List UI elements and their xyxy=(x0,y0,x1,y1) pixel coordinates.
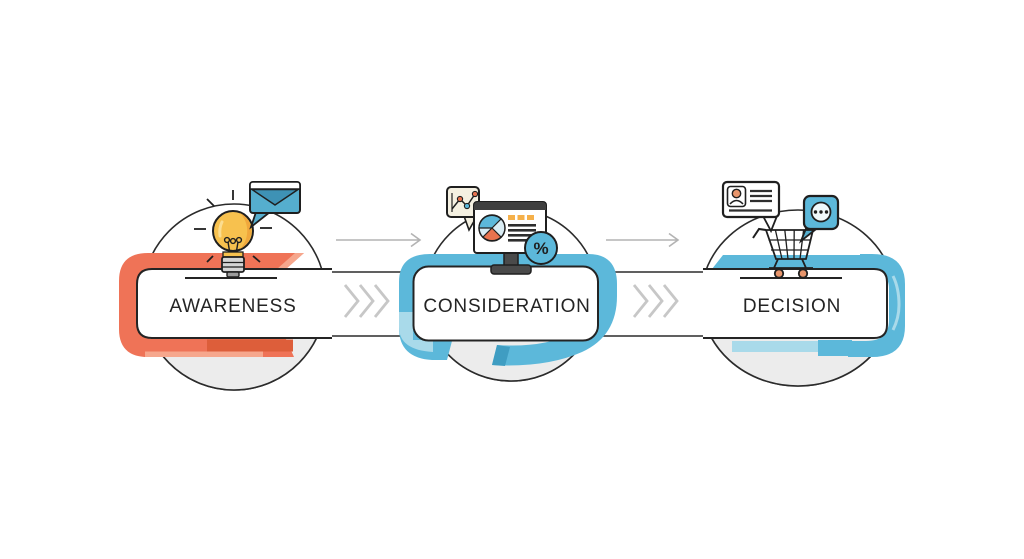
monitor-base xyxy=(490,264,532,275)
percent-symbol: % xyxy=(533,239,548,258)
chat-dots-bubble-icon xyxy=(798,194,840,244)
review-avatar-head xyxy=(731,188,742,199)
decision-bottom-bar xyxy=(818,340,852,356)
decision-bracket-ring xyxy=(848,254,905,357)
awareness-bottom-light xyxy=(145,351,263,357)
consideration-label: CONSIDERATION xyxy=(423,296,590,317)
cart-wheel-left xyxy=(773,268,785,279)
lightbulb-base-cap xyxy=(226,271,240,278)
monitor-stand xyxy=(503,251,519,267)
cart-grid xyxy=(768,229,811,260)
awareness-banner xyxy=(136,268,332,339)
connector-arrow-2 xyxy=(606,232,680,248)
chevrons-consideration-decision xyxy=(632,284,679,318)
consideration-bracket-left-highlight xyxy=(399,312,433,352)
lightbulb-highlight xyxy=(218,220,224,238)
review-text-lines xyxy=(729,189,772,212)
review-avatar-body xyxy=(729,199,744,205)
awareness-bracket-cut-highlight xyxy=(277,253,304,269)
lightbulb-base xyxy=(221,256,245,273)
awareness-bottom-shade xyxy=(207,339,293,352)
cart-legs xyxy=(769,258,813,269)
cart-handle xyxy=(752,227,767,239)
decision-bottom-light xyxy=(732,341,818,352)
consideration-swoosh-shade xyxy=(492,345,510,366)
lightbulb-shade xyxy=(240,213,252,249)
chat-dots xyxy=(813,210,829,214)
awareness-label: AWARENESS xyxy=(169,296,296,317)
chevrons-awareness-consideration xyxy=(343,284,390,318)
shopping-cart-icon xyxy=(752,227,815,279)
monitor-text-lines xyxy=(508,215,536,242)
percent-badge-icon: % xyxy=(524,231,558,265)
cart-basket xyxy=(764,229,815,260)
mail-envelope-flap xyxy=(249,188,301,206)
decision-top-bar xyxy=(712,255,872,269)
monitor-top-bar xyxy=(474,202,546,210)
decision-banner xyxy=(703,268,888,339)
cart-wheel-right xyxy=(797,268,809,279)
mail-message-bubble-icon xyxy=(249,181,301,230)
connector-arrow-1 xyxy=(336,232,422,248)
review-card-bubble-icon xyxy=(721,180,781,234)
decision-bracket xyxy=(712,254,905,357)
decision-label: DECISION xyxy=(743,296,841,317)
mail-bubble-lid xyxy=(249,181,301,190)
decision-ring-highlight xyxy=(891,275,901,331)
